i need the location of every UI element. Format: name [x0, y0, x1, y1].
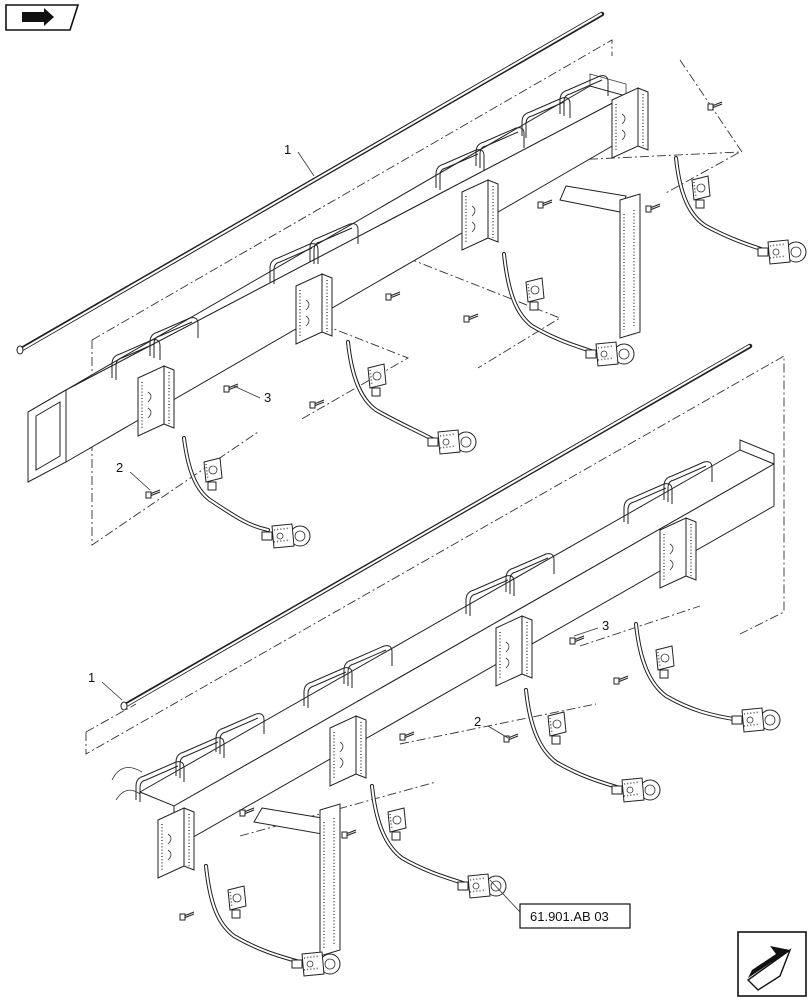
- callout-label: 2: [116, 460, 123, 475]
- lower-assembly: [85, 343, 785, 977]
- callout-3-lower: 3: [573, 618, 609, 637]
- reference-label: 61.901.AB 03: [530, 909, 609, 924]
- rod-lower: [120, 343, 753, 711]
- rod-upper: [16, 11, 605, 355]
- reference-callout[interactable]: 61.901.AB 03: [489, 879, 631, 929]
- callout-label: 3: [602, 618, 609, 633]
- callout-2-lower: 2: [474, 714, 509, 739]
- next-page-arrow-icon[interactable]: [737, 931, 807, 997]
- callout-label: 1: [88, 670, 95, 685]
- callout-label: 1: [284, 142, 291, 157]
- callout-1-lower: 1: [88, 670, 123, 701]
- book-arrow-icon: [5, 4, 80, 31]
- support-post-upper: [559, 185, 641, 339]
- callout-1-upper: 1: [284, 142, 315, 177]
- callout-2-upper: 2: [116, 460, 151, 491]
- callout-label: 2: [474, 714, 481, 729]
- support-post-lower: [253, 803, 341, 957]
- callout-label: 3: [264, 390, 271, 405]
- callout-3-upper: 3: [233, 385, 271, 405]
- upper-assembly: [16, 11, 807, 549]
